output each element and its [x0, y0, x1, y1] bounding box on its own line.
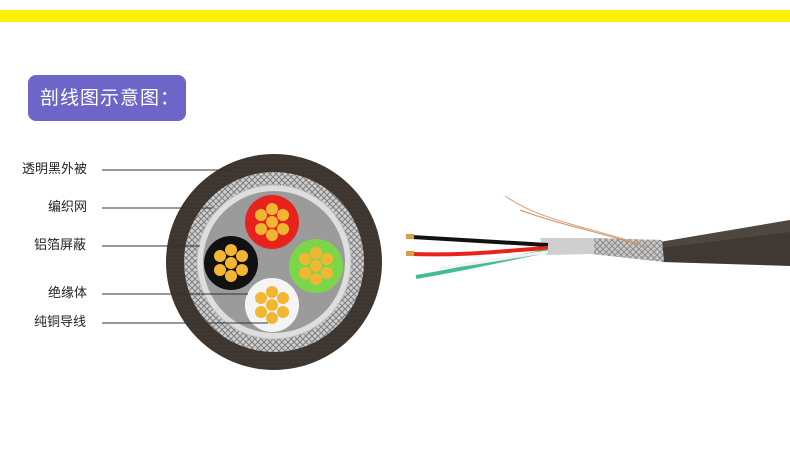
top-accent-bar: [0, 10, 790, 22]
green-core: [289, 239, 343, 293]
black-core: [204, 236, 258, 290]
label-braid: 编织网: [48, 200, 88, 215]
filler-layer: [203, 191, 345, 333]
white-core: [245, 278, 299, 332]
label-jacket: 透明黑外被: [22, 162, 88, 177]
section-title-badge: 剖线图示意图：: [28, 75, 186, 121]
cable-photo: [406, 195, 790, 279]
label-insulation: 绝缘体: [48, 286, 88, 301]
section-title: 剖线图示意图：: [40, 87, 181, 109]
label-conductor: 纯铜导线: [34, 315, 87, 330]
label-foil: 铝箔屏蔽: [34, 238, 87, 253]
red-core: [245, 195, 299, 249]
